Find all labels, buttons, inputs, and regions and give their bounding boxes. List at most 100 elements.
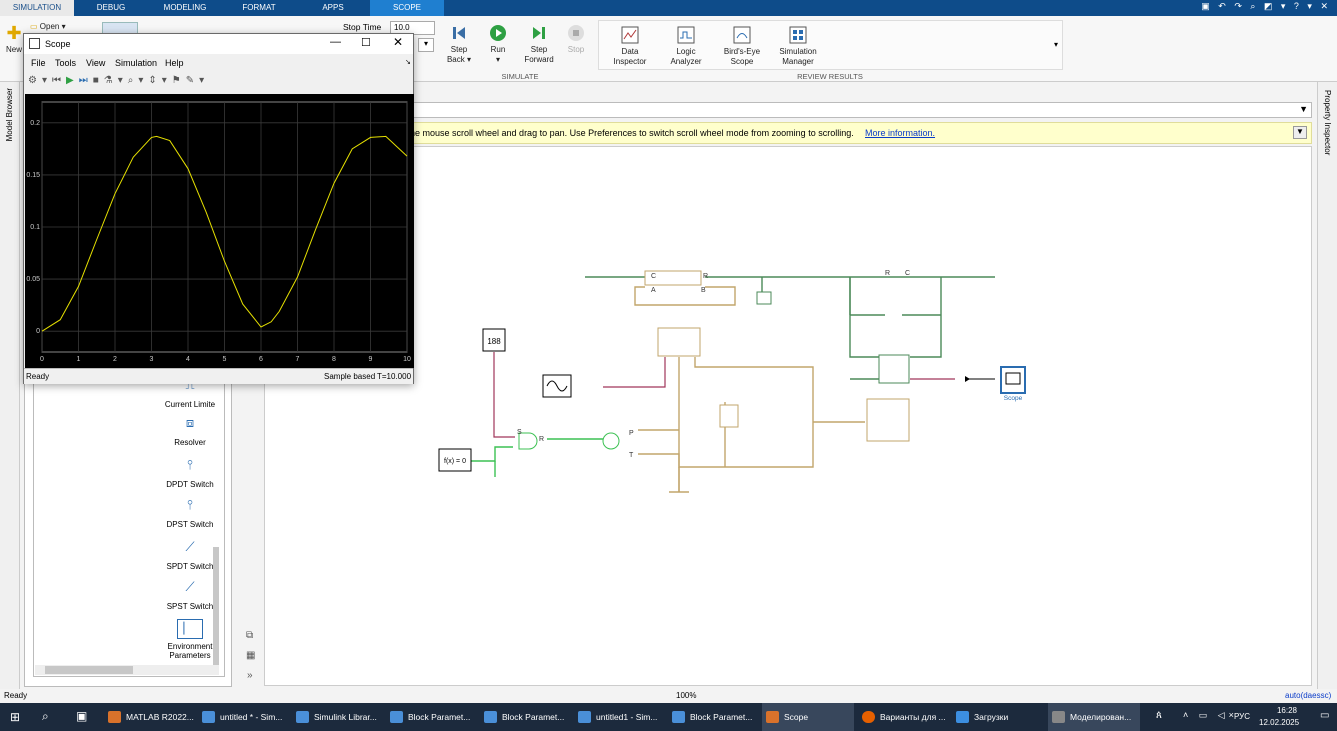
menu-file[interactable]: File [31, 58, 46, 68]
sim-manager-label-2: Manager [782, 57, 814, 66]
lib-item-resolver[interactable]: ⧈Resolver [140, 415, 240, 447]
sim-mode-dropdown[interactable]: ▾ [418, 38, 434, 52]
x-tick-label: 9 [369, 356, 373, 363]
menu-view[interactable]: View [86, 58, 106, 68]
run-icon[interactable]: ▶ [65, 75, 79, 86]
task-simulink-library[interactable]: Simulink Librar... [292, 703, 384, 731]
spdt-switch-icon: ⟋ [185, 539, 195, 554]
step-back-button[interactable]: Step Back ▾ [444, 24, 474, 65]
scope-title-bar[interactable]: Scope — ☐ ✕ [24, 34, 413, 54]
task-block-params-1[interactable]: Block Paramet... [386, 703, 478, 731]
cursor-icon[interactable]: ⚑ [171, 75, 186, 86]
logic-analyzer-icon [677, 26, 695, 44]
tab-debug[interactable]: DEBUG [96, 3, 126, 12]
stop-button[interactable]: Stop [562, 24, 590, 55]
banner-dropdown-icon[interactable]: ▼ [1293, 126, 1307, 139]
library-block-list[interactable] [33, 377, 225, 677]
library-vscrollbar[interactable] [213, 547, 219, 667]
lib-label: SPST Switch [166, 602, 214, 611]
solver-link[interactable]: auto(daessc) [1285, 691, 1332, 700]
more-information-link[interactable]: More information. [865, 128, 936, 138]
tab-simulation[interactable]: SIMULATION [0, 0, 74, 16]
highlight-icon[interactable]: ⚗▾ [103, 75, 128, 86]
logic-analyzer-label-1: Logic [676, 47, 696, 56]
clock-time[interactable]: 16:28 [1276, 706, 1298, 715]
lib-item-spdt-switch[interactable]: ⟋SPDT Switch [140, 539, 240, 571]
y-tick-label: 0.15 [26, 172, 40, 179]
task-untitled[interactable]: untitled * - Sim... [198, 703, 290, 731]
close-icon[interactable]: ✕ [393, 35, 404, 49]
task-block-params-3[interactable]: Block Paramet... [668, 703, 760, 731]
ribbon-more-icon[interactable]: ▾ [1054, 40, 1059, 49]
task-label: Загрузки [974, 712, 1009, 722]
search-icon[interactable]: ⌕ [42, 709, 49, 723]
run-button[interactable]: Run▾ [484, 24, 512, 65]
library-hscrollbar[interactable] [35, 665, 219, 675]
scope-status-text: Ready [26, 372, 50, 381]
breadcrumb-bar[interactable]: ▼ [264, 102, 1312, 118]
scale-icon[interactable]: ⇕▾ [148, 75, 172, 86]
settings-icon[interactable]: ⚙▾ [28, 75, 52, 86]
menu-simulation[interactable]: Simulation [115, 58, 158, 68]
quick-access-icons[interactable]: ▣ ↶ ↷ ⌕ ◩ ▾ ? ▾ ✕ [1201, 1, 1331, 11]
tab-scope[interactable]: SCOPE [370, 0, 444, 16]
step-forward-icon[interactable]: ⏭ [78, 75, 93, 86]
minimize-icon[interactable]: — [330, 36, 341, 48]
task-view-icon[interactable]: ▣ [76, 709, 88, 723]
new-button[interactable]: ✚ New [4, 24, 24, 55]
tab-apps[interactable]: APPS [322, 3, 344, 12]
menu-help[interactable]: Help [165, 58, 184, 68]
lib-item-spst-switch[interactable]: ⟋SPST Switch [140, 579, 240, 611]
screenshot-icon[interactable]: ⧉ [246, 630, 254, 641]
task-matlab[interactable]: MATLAB R2022... [104, 703, 196, 731]
task-untitled1[interactable]: untitled1 - Sim... [574, 703, 666, 731]
windows-start-icon[interactable]: ⊞ [10, 710, 21, 724]
maximize-icon[interactable]: ☐ [361, 37, 371, 49]
expand-icon[interactable]: » [247, 670, 253, 681]
lib-item-dpdt-switch[interactable]: ⫯DPDT Switch [140, 457, 240, 489]
library-hscroll-thumb[interactable] [45, 666, 133, 674]
simulate-group-label: SIMULATE [501, 72, 539, 81]
stop-icon[interactable]: ■ [92, 75, 104, 86]
dpdt-switch-icon: ⫯ [187, 457, 193, 472]
tray-icons[interactable]: ˄ ▭ ◁× [1183, 710, 1238, 720]
model-canvas[interactable]: 188 f(x) = 0 Scope C R A B S R P T R C [264, 146, 1312, 686]
task-scope[interactable]: Scope [762, 703, 854, 731]
breadcrumb-dropdown-icon[interactable]: ▼ [1299, 104, 1308, 114]
grid-icon[interactable]: ▦ [246, 650, 256, 661]
download-icon [956, 711, 969, 723]
step-forward-button[interactable]: Step Forward [522, 24, 556, 65]
lib-item-dpst-switch[interactable]: ⫯DPST Switch [140, 497, 240, 529]
open-button[interactable]: ▭ Open ▾ [30, 22, 66, 31]
style-icon[interactable]: ✎▾ [185, 75, 210, 86]
task-downloads[interactable]: Загрузки [952, 703, 1044, 731]
tab-modeling[interactable]: MODELING [163, 3, 207, 12]
property-inspector-label[interactable]: Property Inspector [1323, 90, 1332, 156]
notifications-icon[interactable]: ▭ [1320, 710, 1330, 721]
user-icon[interactable]: ጰ [1156, 710, 1162, 721]
language-indicator[interactable]: РУС [1234, 712, 1251, 721]
task-label: MATLAB R2022... [126, 712, 194, 722]
step-back-icon[interactable]: ⏮ [51, 75, 66, 86]
sim-manager-label-1: Simulation [779, 47, 817, 56]
lib-item-current-limiter[interactable]: ⎍Current Limite [140, 377, 240, 409]
property-inspector-strip[interactable]: Property Inspector [1317, 82, 1337, 697]
task-video[interactable]: Моделирован... [1048, 703, 1140, 731]
menu-tools[interactable]: Tools [55, 58, 77, 68]
task-firefox[interactable]: Варианты для ... [858, 703, 950, 731]
clock-date[interactable]: 12.02.2025 [1259, 718, 1300, 727]
model-browser-strip[interactable]: Model Browser [0, 82, 20, 697]
model-browser-label[interactable]: Model Browser [5, 88, 14, 142]
tab-format[interactable]: FORMAT [242, 3, 276, 12]
pin-icon[interactable]: ↘ [405, 59, 411, 66]
scope-toolbar[interactable]: ⚙▾⏮▶⏭■⚗▾⌕▾⇕▾⚑✎▾ [24, 72, 413, 92]
task-block-params-2[interactable]: Block Paramet... [480, 703, 572, 731]
simulink-icon [296, 711, 309, 723]
zoom-icon[interactable]: ⌕▾ [127, 75, 149, 86]
